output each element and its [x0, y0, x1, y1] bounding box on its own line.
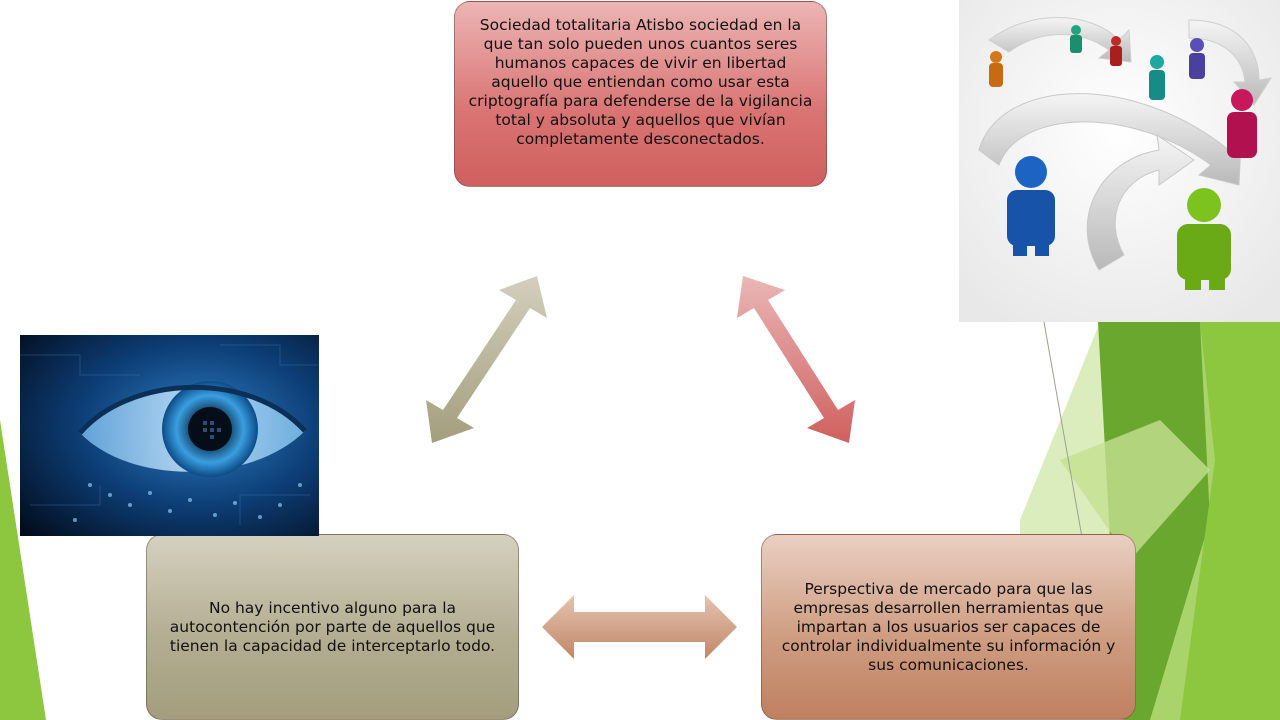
person-purple: [1189, 38, 1205, 79]
node-top-text: Sociedad totalitaria Atisbo sociedad en …: [468, 16, 813, 148]
node-left: No hay incentivo alguno para la autocont…: [146, 534, 519, 720]
person-magenta: [1227, 89, 1257, 158]
person-teal-small: [1070, 25, 1082, 53]
people-arrows-icon: [959, 0, 1280, 322]
person-red-small: [1110, 36, 1122, 66]
thin-line-1: [1043, 321, 1087, 561]
right-facet-deep: [1180, 322, 1280, 720]
arrow-top-right: [737, 276, 855, 443]
people-network-illustration: [959, 0, 1280, 322]
right-facet-highlight: [1060, 420, 1210, 560]
node-right: Perspectiva de mercado para que las empr…: [761, 534, 1136, 720]
eye-icon: [20, 335, 319, 536]
arrow-top-left: [426, 276, 547, 443]
arrow-bottom: [542, 595, 737, 659]
person-orange: [989, 51, 1003, 87]
person-blue: [1007, 156, 1055, 256]
person-green: [1177, 188, 1231, 290]
node-left-text: No hay incentivo alguno para la autocont…: [169, 598, 496, 655]
node-right-text: Perspectiva de mercado para que las empr…: [781, 579, 1116, 674]
person-teal: [1149, 55, 1165, 100]
left-green-sliver: [0, 420, 46, 720]
digital-eye-photo: [20, 335, 319, 536]
node-top: Sociedad totalitaria Atisbo sociedad en …: [454, 1, 827, 187]
